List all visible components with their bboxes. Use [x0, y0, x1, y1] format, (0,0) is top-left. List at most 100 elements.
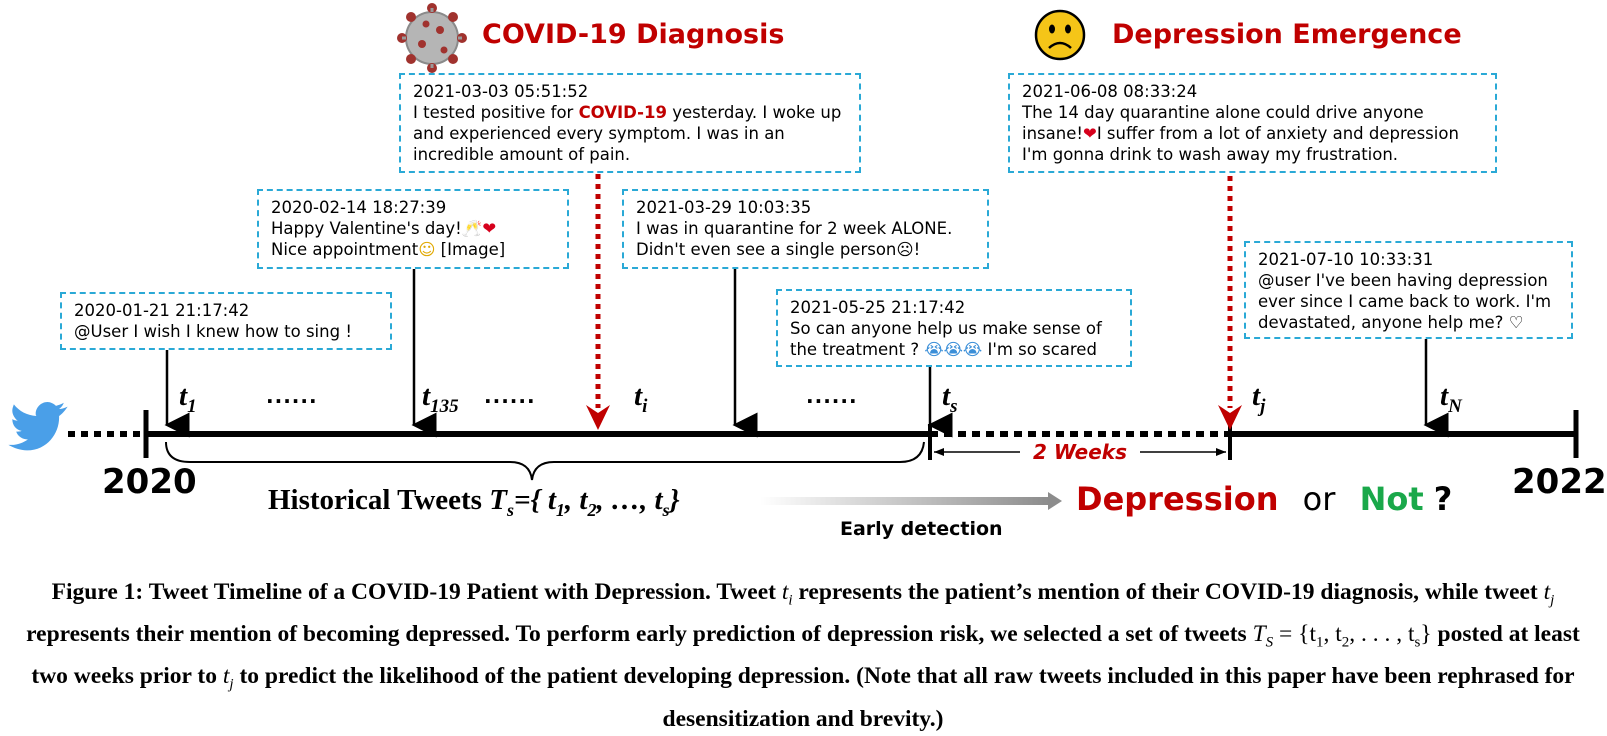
caption-math-sub: j [229, 677, 234, 694]
caption-math-sub: s [1414, 634, 1421, 651]
tweet-text-line: Didn't even see a single person☹! [636, 239, 977, 260]
tweet-text: @User I wish I knew how to sing ! [74, 322, 352, 341]
year-end: 2022 [1512, 462, 1607, 502]
heart-icon: ❤ [1082, 124, 1097, 143]
heart-icon: ❤ [482, 219, 497, 238]
outcome-not: Not [1359, 480, 1424, 518]
early-detection-arrow-head [1048, 492, 1062, 510]
label-t135: t135 [422, 380, 459, 417]
white-heart-icon: ♡ [1508, 313, 1524, 332]
caption-math: T [1252, 621, 1266, 648]
caption-math: } [1420, 621, 1432, 648]
tweet-card-covid: 2021-03-03 05:51:52 I tested positive fo… [399, 73, 861, 173]
outcome-line: Depression or Not ? [1076, 480, 1452, 518]
sad-face-icon [1034, 9, 1086, 61]
depression-arrow-head [1218, 405, 1242, 430]
historical-comma-2: , …, t [596, 484, 663, 516]
tweet-text-line: insane!❤I suffer from a lot of anxiety a… [1022, 123, 1485, 144]
caption-math-sub: 1 [1315, 634, 1324, 651]
caption-math-sub: j [1550, 592, 1555, 609]
caption-text: represents their mention of becoming dep… [26, 621, 1253, 648]
tweet-text: Nice appointment [271, 240, 419, 259]
tweet-timestamp: 2021-05-25 21:17:42 [790, 298, 966, 317]
clink-glasses-icon: 🥂 [461, 219, 483, 238]
historical-set-close: } [669, 484, 680, 516]
tweet-text: @user I've been having depression [1258, 271, 1548, 290]
tweet-text: insane! [1022, 124, 1083, 143]
tweet-text-line: Happy Valentine's day!🥂❤ [271, 218, 557, 239]
caption-text: posted at least two weeks prior to [31, 621, 1580, 690]
historical-sub-1: 1 [555, 499, 565, 520]
crying-emoji-icon: 😭😭😭 [924, 340, 983, 359]
tweet-text-post: yesterday. I woke up and experienced eve… [413, 103, 842, 164]
label-tN: tN [1440, 380, 1462, 417]
tweet-card-quarantine: 2021-03-29 10:03:35 I was in quarantine … [622, 189, 989, 269]
label-ti: ti [634, 380, 648, 417]
figure-caption: Figure 1: Tweet Timeline of a COVID-19 P… [8, 576, 1598, 736]
tweet-text: I'm so scared [987, 340, 1097, 359]
historical-brace [165, 441, 925, 481]
historical-tweets-label: Historical Tweets Ts={ t1, t2, …, ts} [268, 484, 680, 521]
tweet-card-ts: 2021-05-25 21:17:42 So can anyone help u… [776, 289, 1132, 367]
tweet-text: ever since I came back to work. I'm [1258, 292, 1552, 311]
two-weeks-label: 2 Weeks [1033, 440, 1127, 464]
tweet-timestamp: 2021-03-29 10:03:35 [636, 198, 812, 217]
tweet-timestamp: 2021-06-08 08:33:24 [1022, 82, 1198, 101]
historical-sub: s [506, 499, 514, 520]
tweet-timestamp: 2021-03-03 05:51:52 [413, 82, 589, 101]
ellipsis-3: ...... [806, 384, 858, 408]
ellipsis-2: ...... [484, 384, 536, 408]
caption-math-sub: 2 [1341, 634, 1350, 651]
caption-math-sub: S [1265, 634, 1274, 651]
covid-arrow-head [586, 405, 610, 430]
historical-comma-1: , t [564, 484, 588, 516]
tweet-text: The 14 day quarantine alone could drive … [1022, 103, 1424, 122]
tweet-text: I was in quarantine for 2 week ALONE. [636, 219, 953, 238]
historical-prefix: Historical Tweets [268, 484, 490, 516]
tweet-card-tN: 2021-07-10 10:33:31 @user I've been havi… [1244, 241, 1573, 339]
outcome-depression: Depression [1076, 480, 1279, 518]
tweet-text: the treatment ? [790, 340, 920, 359]
tweet-text: So can anyone help us make sense of [790, 319, 1102, 338]
covid-virus-icon [397, 3, 467, 73]
tweet-card-depression: 2021-06-08 08:33:24 The 14 day quarantin… [1008, 73, 1497, 173]
twitter-bird-icon [8, 402, 68, 451]
label-subscript: 1 [187, 396, 197, 417]
tweet-text-line: devastated, anyone help me? ♡ [1258, 312, 1561, 333]
caption-math: t [1543, 579, 1551, 605]
tweet-text: Didn't even see a single person [636, 240, 897, 259]
caption-math: t [222, 663, 230, 690]
outcome-question: ? [1433, 480, 1453, 518]
caption-math: , . . . , t [1349, 621, 1415, 648]
smile-emoji-icon: ☺ [418, 240, 436, 259]
tweet-text: I suffer from a lot of anxiety and depre… [1096, 124, 1459, 143]
tweet-text-pre: I tested positive for [413, 103, 579, 122]
caption-math: t [781, 579, 789, 605]
label-subscript: j [1260, 396, 1266, 417]
tweet-card-t1: 2020-01-21 21:17:42 @User I wish I knew … [60, 292, 392, 350]
caption-text: represents the patient’s mention of thei… [792, 579, 1544, 605]
tweet-text: Happy Valentine's day! [271, 219, 462, 238]
label-subscript: 135 [430, 396, 459, 417]
early-detection-arrow-body [760, 497, 1050, 505]
timeline-diagram: 2 Weeks [8, 3, 1579, 510]
historical-sub-2: 2 [587, 499, 597, 520]
early-detection-label: Early detection [840, 518, 1003, 540]
label-tj: tj [1252, 380, 1266, 417]
two-weeks-left-head [934, 448, 944, 456]
tweet-timestamp: 2020-01-21 21:17:42 [74, 301, 250, 320]
label-ts: ts [942, 380, 958, 417]
caption-math-sub: i [788, 592, 793, 609]
caption-text: to predict the likelihood of the patient… [233, 663, 1575, 732]
ellipsis-1: ...... [266, 384, 318, 408]
covid-highlight: COVID-19 [578, 103, 667, 122]
historical-set-open: ={ t [513, 484, 556, 516]
sad-emoji-icon: ☹ [896, 240, 914, 259]
tweet-text: I'm gonna drink to wash away my frustrat… [1022, 145, 1399, 164]
tweet-text-line: the treatment ? 😭😭😭 I'm so scared [790, 339, 1120, 360]
historical-sub-s: s [662, 499, 670, 520]
caption-math: , t [1323, 621, 1342, 648]
tweet-timestamp: 2021-07-10 10:33:31 [1258, 250, 1434, 269]
tweet-text: I tested positive for COVID-19 yesterday… [413, 102, 849, 165]
year-start: 2020 [102, 462, 197, 502]
